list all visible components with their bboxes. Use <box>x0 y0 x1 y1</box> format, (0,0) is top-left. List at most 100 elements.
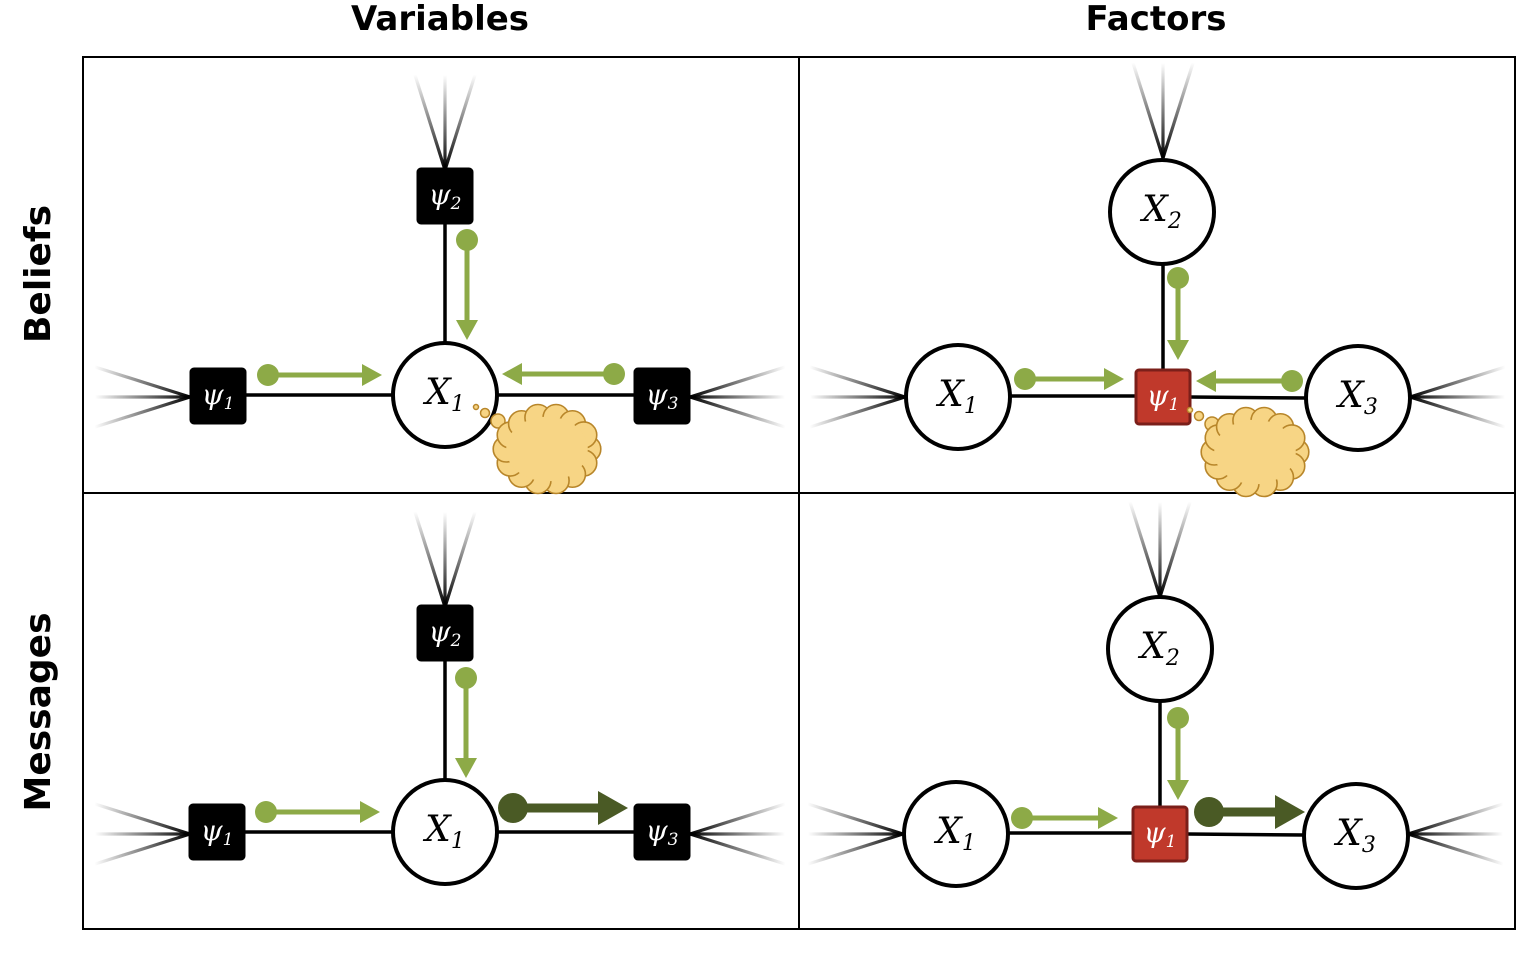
message-psi3-to-x1-head <box>502 363 522 385</box>
edge-psi1-x3 <box>1189 395 1307 400</box>
fan-right-ray <box>690 395 785 399</box>
fan-left-ray <box>810 395 905 399</box>
row-title-messages: Messages <box>18 612 59 811</box>
fan-top <box>1131 62 1195 159</box>
fan-top-ray <box>443 74 477 171</box>
fan-left-ray <box>807 802 904 836</box>
fan-top-ray <box>1131 62 1165 159</box>
fan-top-ray <box>1161 63 1165 158</box>
factor-node-psi1 <box>188 803 246 861</box>
fan-right-ray <box>1410 395 1505 399</box>
message-x3-to-psi1 <box>1196 370 1303 392</box>
message-x2-to-psi1 <box>1167 267 1189 360</box>
variable-node-x2 <box>1108 158 1216 266</box>
fan-left-ray <box>807 832 904 866</box>
fan-top <box>1128 501 1192 598</box>
factor-node-psi1 <box>189 367 247 425</box>
variable-node-x2-label-subscript: 2 <box>1167 209 1182 234</box>
fan-left-ray <box>94 395 191 429</box>
variable-node-x2-label-base: X <box>1137 626 1167 667</box>
message-x2-to-psi1-source-dot <box>1167 267 1189 289</box>
fan-right-ray <box>689 395 786 429</box>
fan-right <box>1407 802 1504 866</box>
message-psi1-to-x1-head <box>362 364 382 386</box>
factor-node-psi1-label: ψ1 <box>201 814 234 850</box>
fan-top-ray <box>413 511 447 608</box>
fan-right <box>1409 365 1506 429</box>
fan-left-ray <box>809 395 906 429</box>
variable-node-x3 <box>1302 782 1410 890</box>
message-x3-to-psi1-source-dot <box>1281 370 1303 392</box>
fan-right-ray <box>689 832 786 866</box>
variable-node-x1 <box>904 343 1012 451</box>
factor-node-psi3-label-base: ψ <box>646 814 669 847</box>
thought-dot <box>479 407 491 419</box>
factor-node-psi1-label: ψ1 <box>1144 816 1177 852</box>
fan-top-ray <box>1161 62 1195 159</box>
variable-node-x2-label: X2 <box>1137 626 1180 671</box>
fan-right-ray <box>1407 832 1504 866</box>
message-x1-to-psi3-head <box>598 791 628 825</box>
factor-node-psi3-label-subscript: 3 <box>668 829 679 849</box>
fan-left <box>94 365 191 429</box>
belief-thought-bubble <box>1186 406 1310 498</box>
factor-node-psi1-label-base: ψ <box>201 814 224 847</box>
message-psi1-to-x1 <box>257 364 382 386</box>
factor-node-psi1 <box>1131 805 1189 863</box>
factor-node-psi2-label-subscript: 2 <box>450 630 462 650</box>
message-x1-to-psi1-head <box>1104 368 1124 390</box>
variable-node-x1 <box>391 778 499 886</box>
fan-top-ray <box>1158 502 1162 597</box>
variable-node-x3-label-base: X <box>1335 375 1365 416</box>
message-psi1-to-x3-head <box>1275 795 1305 829</box>
message-x2-to-psi1-head <box>1167 780 1189 800</box>
message-psi2-to-x1-head <box>455 758 477 778</box>
fan-right-ray <box>1409 395 1506 429</box>
fan-right <box>689 365 786 429</box>
belief-cloud <box>1214 419 1296 485</box>
fan-right-ray <box>690 832 785 836</box>
factor-node-psi3-label-subscript: 3 <box>668 393 679 413</box>
message-x1-to-psi1-head <box>1098 807 1118 829</box>
message-psi3-to-x1 <box>502 363 625 385</box>
belief-thought-bubble <box>472 403 602 495</box>
factor-node-psi1-label: ψ1 <box>1147 379 1180 415</box>
fan-top-ray <box>1158 501 1192 598</box>
fan-left <box>807 802 904 866</box>
fan-right-ray <box>689 365 786 399</box>
variable-node-x1-label: X1 <box>935 374 978 419</box>
variable-node-x1-label-base: X <box>935 374 965 415</box>
message-psi1-to-x3-source-dot <box>1194 797 1224 827</box>
factor-node-psi2-label-base: ψ <box>429 615 452 648</box>
variable-node-x2 <box>1106 595 1214 703</box>
fan-left <box>94 802 191 866</box>
fan-left-ray <box>809 365 906 399</box>
message-psi1-to-x1-source-dot <box>255 801 277 823</box>
variable-node-x1-label: X1 <box>422 809 465 854</box>
fan-left <box>809 365 906 429</box>
variable-node-x2-label: X2 <box>1139 189 1182 234</box>
column-title-factors: Factors <box>1086 0 1227 39</box>
fan-right-ray <box>1409 365 1506 399</box>
factor-node-psi2-label: ψ2 <box>429 178 462 214</box>
thought-dot <box>472 403 480 411</box>
variable-node-x3 <box>1304 344 1412 452</box>
fan-right-ray <box>689 802 786 836</box>
message-x2-to-psi1-head <box>1167 340 1189 360</box>
factor-node-psi3 <box>633 803 691 861</box>
message-x1-to-psi1-source-dot <box>1014 368 1036 390</box>
factor-node-psi3-label: ψ3 <box>646 814 679 850</box>
factor-node-psi1-label-subscript: 1 <box>1166 831 1177 851</box>
message-x2-to-psi1-source-dot <box>1167 707 1189 729</box>
factor-node-psi2 <box>416 604 474 662</box>
fan-top <box>413 74 477 171</box>
fan-right-ray <box>1408 832 1503 836</box>
variable-node-x1-label-base: X <box>422 372 452 413</box>
message-x1-to-psi3 <box>498 791 628 825</box>
factor-node-psi1-label-base: ψ <box>202 378 225 411</box>
factor-node-psi1-label-subscript: 1 <box>224 393 235 413</box>
variable-node-x1 <box>391 341 499 449</box>
